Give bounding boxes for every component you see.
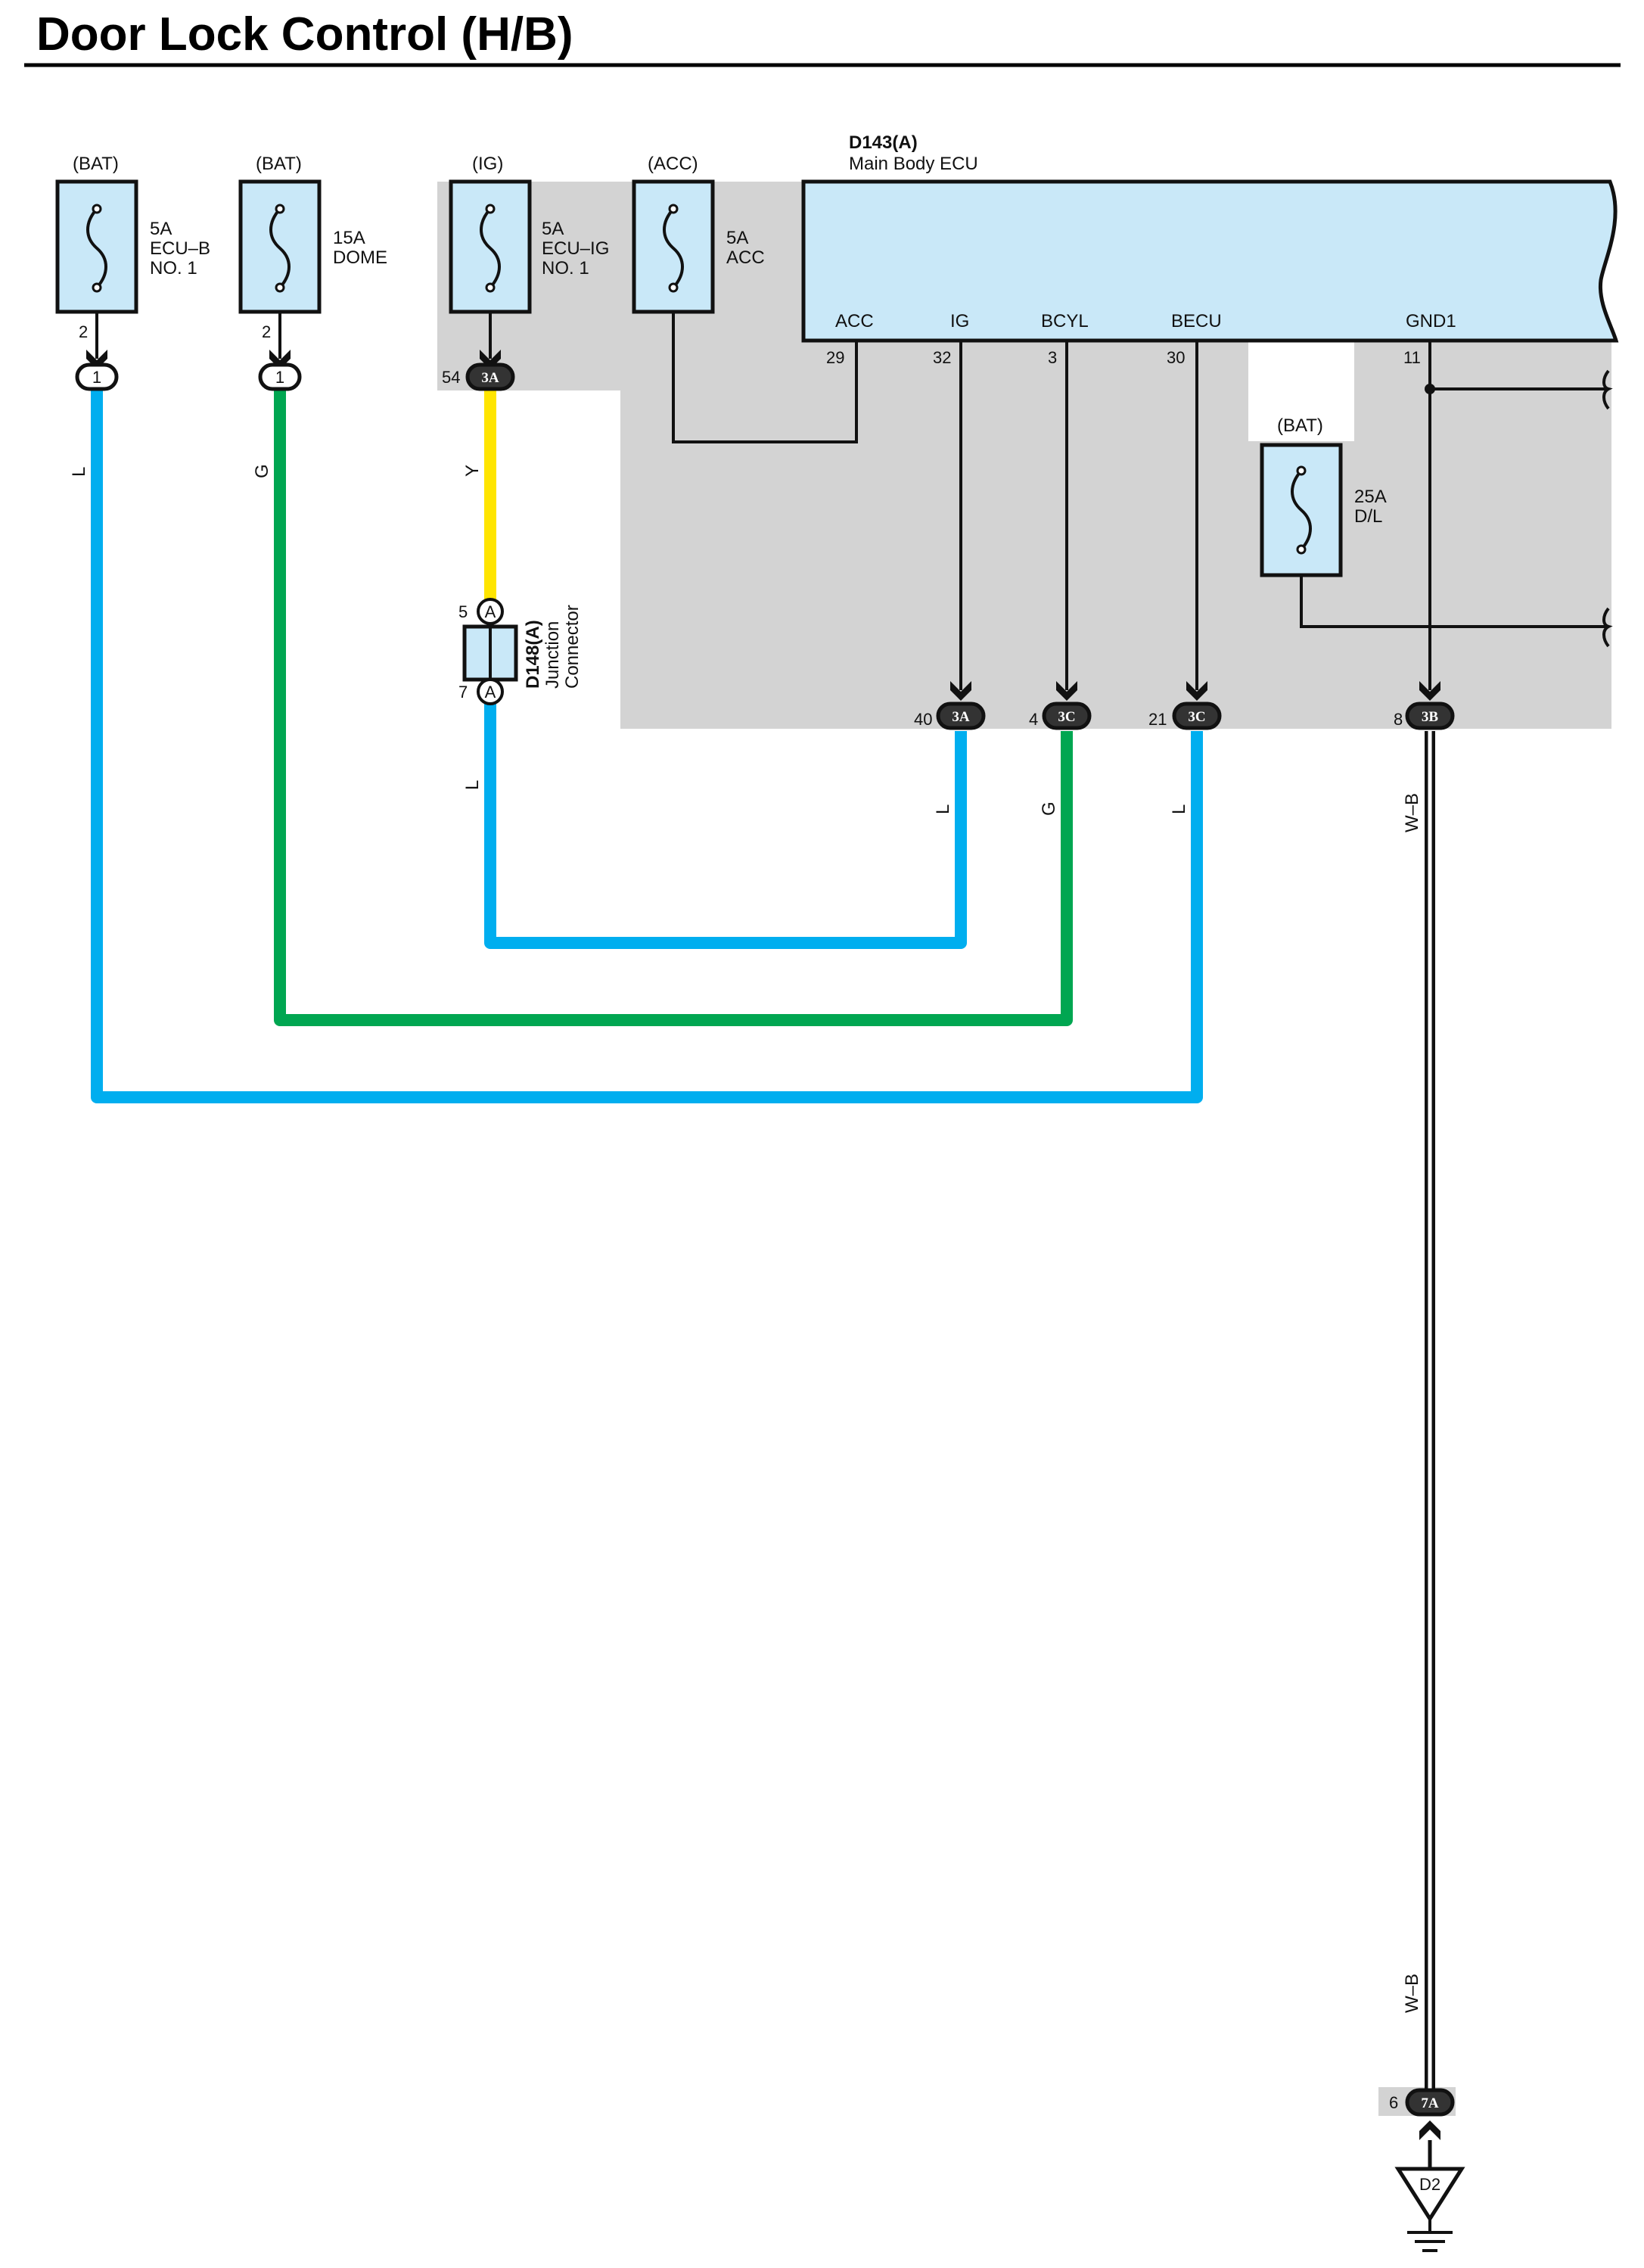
ground-point-label: D2	[1419, 2175, 1440, 2194]
fuse-pin: 2	[79, 322, 88, 341]
connector-ig: 3A	[465, 362, 515, 391]
connector-label: 3A	[952, 709, 970, 725]
connector-pin: 4	[1029, 710, 1038, 729]
junction-connector-top: A	[485, 602, 496, 621]
ecu-pin-32: 32	[933, 348, 951, 367]
ecu-box	[801, 179, 1619, 343]
fuse-name-2: NO. 1	[542, 258, 589, 278]
main-body-ecu: D143(A) Main Body ECU ACC IG BCYL BECU G…	[801, 132, 1619, 367]
fuse-ecu-ig-no1: (IG) 5A ECU–IG NO. 1 54	[442, 154, 609, 387]
connector-label: 3B	[1422, 709, 1439, 725]
connector-ig-bottom: 40 3A	[914, 702, 986, 730]
ecu-terminal-ig: IG	[950, 311, 969, 331]
fuse-rating: 5A	[542, 219, 564, 239]
fuse-rating: 5A	[726, 228, 748, 248]
ecu-pin-30: 30	[1167, 348, 1185, 367]
fuse-rating: 5A	[150, 219, 172, 239]
ecu-terminal-acc: ACC	[835, 311, 874, 331]
ground-connector: 6 7A	[1389, 2088, 1455, 2169]
connector-label: 1	[92, 368, 101, 387]
connector-ecub: 1	[75, 362, 119, 391]
ecu-terminal-gnd1: GND1	[1406, 311, 1456, 331]
fuse-rating: 25A	[1354, 487, 1387, 507]
wire-color-label: L	[69, 467, 89, 477]
fuse-name: ECU–IG	[542, 238, 609, 259]
fuse-source-label: (BAT)	[73, 154, 119, 174]
wire-ecub-becu	[91, 386, 1203, 1103]
wire-color-label: Y	[462, 465, 483, 477]
ecu-name: Main Body ECU	[849, 154, 978, 174]
wire-color-label: L	[462, 780, 483, 790]
ecu-terminal-bcyl: BCYL	[1041, 311, 1089, 331]
junction-name: Junction	[542, 621, 563, 689]
junction-connector: 5 A A 7 D148(A) Junction Connector	[458, 598, 583, 705]
wire-dome-bcyl	[274, 386, 1073, 1026]
connector-bcyl-bottom: 4 3C	[1029, 702, 1092, 730]
junction-block-shading	[437, 182, 1611, 2116]
black-wires	[95, 312, 1613, 690]
wire-color-label: W–B	[1402, 793, 1422, 832]
wire-color-labels: L G Y L L G L W–B W–B	[69, 464, 1422, 2013]
junction-code: D148(A)	[523, 620, 543, 689]
fuse-name: D/L	[1354, 506, 1382, 527]
page-title: Door Lock Control (H/B)	[36, 8, 573, 61]
fuse-name: ECU–B	[150, 238, 210, 259]
connector-arrow-icon	[1419, 2120, 1440, 2140]
fuse-name: DOME	[333, 247, 387, 268]
junction-connector-bottom: A	[485, 683, 496, 702]
fuse-source-label: (ACC)	[648, 154, 698, 174]
connector-pin: 21	[1148, 710, 1167, 729]
ground-connector-label: 7A	[1421, 2095, 1439, 2111]
wire-color-label: G	[1039, 801, 1059, 816]
fuse-source-label: (IG)	[472, 154, 503, 174]
fuse-pin: 2	[262, 322, 271, 341]
wire-color-label: G	[252, 464, 272, 478]
junction-pin-top: 5	[458, 602, 468, 621]
connector-label: 3C	[1188, 709, 1205, 725]
ecu-pin-11: 11	[1403, 348, 1421, 367]
fuse-source-label: (BAT)	[256, 154, 302, 174]
fuse-source-label: (BAT)	[1277, 415, 1323, 436]
fuse-name: ACC	[726, 247, 765, 268]
ecu-code: D143(A)	[849, 132, 918, 153]
fuse-rating: 15A	[333, 228, 365, 248]
wire-color-label: L	[933, 804, 953, 814]
wire-color-label: L	[1169, 804, 1189, 814]
connector-gnd-bottom: 8 3B	[1394, 702, 1455, 730]
connector-dome: 1	[258, 362, 302, 391]
ecu-pin-3: 3	[1048, 348, 1057, 367]
connector-pin: 8	[1394, 710, 1403, 729]
wire-color-label: W–B	[1402, 1974, 1422, 2013]
junction-name-2: Connector	[562, 605, 583, 689]
ecu-pin-29: 29	[826, 348, 844, 367]
ecu-terminal-becu: BECU	[1171, 311, 1222, 331]
ground-point: D2	[1394, 2167, 1465, 2252]
connector-label: 3C	[1058, 709, 1075, 725]
fuse-dl: (BAT) 25A D/L	[1260, 415, 1387, 577]
connector-label: 3A	[481, 370, 499, 386]
connector-becu-bottom: 21 3C	[1148, 702, 1222, 730]
connector-label: 1	[275, 368, 284, 387]
ground-connector-pin: 6	[1389, 2093, 1398, 2112]
fuse-name-2: NO. 1	[150, 258, 197, 278]
fuse-acc: (ACC) 5A ACC	[632, 154, 765, 314]
fuse-pin: 54	[442, 368, 460, 387]
wire-junction-ig	[484, 702, 967, 949]
junction-pin-bottom: 7	[458, 683, 468, 702]
fuse-dome: (BAT) 15A DOME 2	[238, 154, 387, 341]
wires	[91, 386, 1435, 2090]
fuse-ecu-b-no1: (BAT) 5A ECU–B NO. 1 2	[55, 154, 210, 341]
ground-triangle-icon	[1394, 2167, 1465, 2223]
connector-pin: 40	[914, 710, 932, 729]
